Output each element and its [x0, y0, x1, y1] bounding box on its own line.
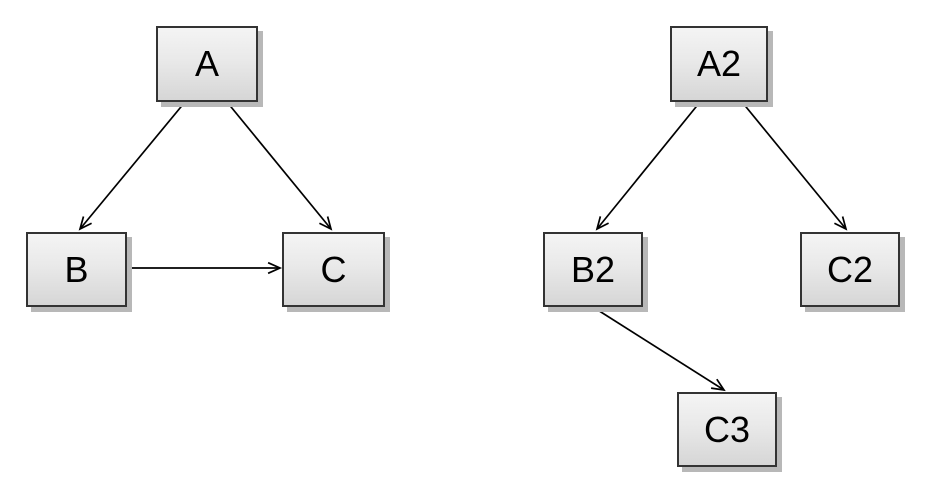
node-label-C2: C2 — [826, 248, 874, 290]
node-label-C3: C3 — [703, 408, 751, 450]
arrowhead-icon — [595, 216, 609, 231]
node-label-B: B — [64, 248, 89, 290]
node-label-A2: A2 — [696, 43, 742, 84]
node-B2[interactable]: B2 — [543, 232, 643, 307]
node-label-B2: B2 — [570, 248, 616, 290]
arrowhead-icon — [78, 216, 92, 231]
node-A[interactable]: A — [156, 26, 258, 102]
edge-A2-B2 — [595, 101, 701, 231]
node-C2[interactable]: C2 — [800, 232, 900, 307]
edge-A-C — [226, 101, 333, 231]
node-B[interactable]: B — [26, 232, 127, 307]
edge-B-C — [127, 261, 283, 275]
node-C[interactable]: C — [282, 232, 385, 307]
edge-B2-C3 — [592, 306, 726, 392]
arrowhead-icon — [834, 216, 848, 231]
node-A2[interactable]: A2 — [670, 26, 768, 102]
node-label-A: A — [194, 43, 219, 84]
edge-A-B — [78, 101, 186, 231]
arrowhead-icon — [267, 261, 283, 275]
node-label-C: C — [320, 248, 347, 290]
edge-A2-C2 — [741, 101, 848, 231]
arrowhead-icon — [710, 378, 726, 392]
node-C3[interactable]: C3 — [677, 392, 777, 467]
arrowhead-icon — [319, 216, 333, 231]
